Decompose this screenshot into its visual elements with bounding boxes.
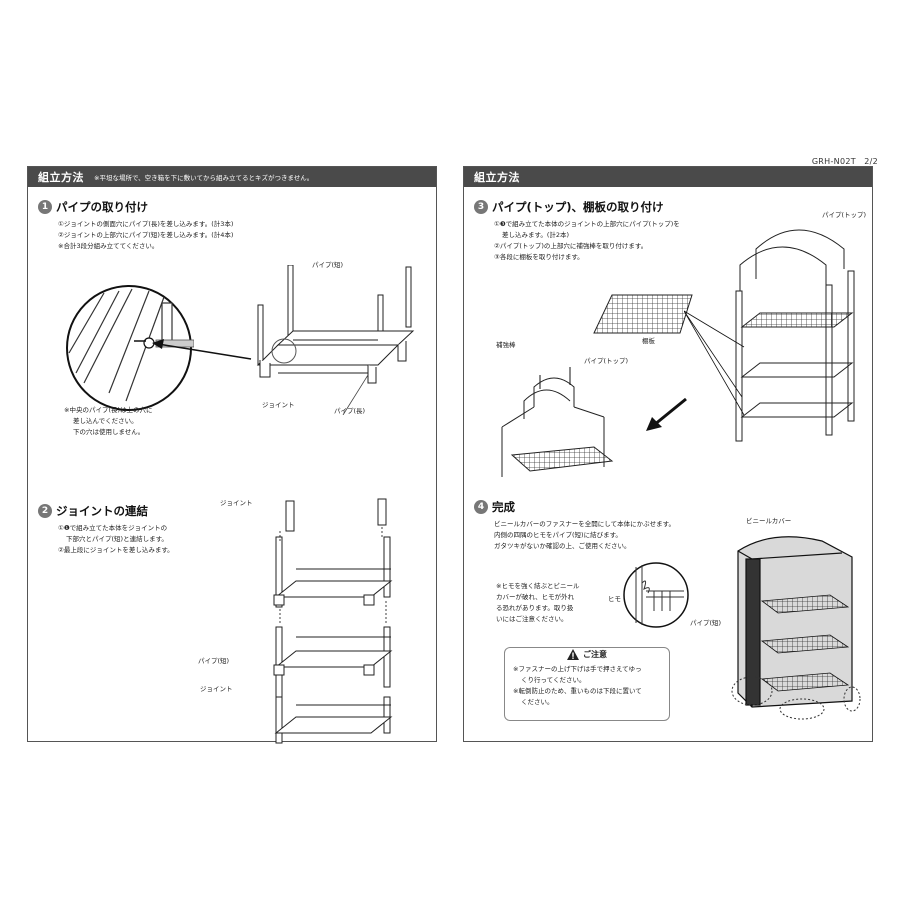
step2-instructions: ①❶で組み立てた本体をジョイントの 下部穴とパイプ(短)と連結します。 ②最上段… <box>58 523 174 556</box>
note-line: ※中央のパイプ(長)は上の穴に <box>64 406 153 414</box>
right-header: 組立方法 <box>464 167 872 187</box>
caution-text: ※ファスナーの上げ下げは手で押さえてゆっ くり行ってください。 ※転倒防止のため… <box>513 664 642 708</box>
instruction-line: ①❶で組み立てた本体をジョイントの <box>58 524 168 532</box>
instruction-line: ①❸で組み立てた本体のジョイントの上部穴にパイプ(トップ)を <box>494 220 680 228</box>
step-number: 4 <box>474 500 488 514</box>
step3-heading: 3 パイプ(トップ)、棚板の取り付け <box>474 199 664 215</box>
label-joint-top: ジョイント <box>220 499 253 507</box>
header-note: ※平坦な場所で、空き箱を下に敷いてから組み立てるとキズがつきません。 <box>94 174 314 182</box>
header-title: 組立方法 <box>38 171 84 184</box>
direction-arrow <box>646 397 687 431</box>
joint-zoom-illustration <box>66 285 194 411</box>
string-zoom-illustration <box>623 562 689 628</box>
frame-diagram-step1 <box>256 265 415 415</box>
label-pipe-short-2: パイプ(短) <box>198 657 230 665</box>
header-title: 組立方法 <box>474 171 520 184</box>
label-string: ヒモ <box>608 595 621 603</box>
caution-line: ください。 <box>521 698 554 706</box>
warning-icon <box>567 648 579 660</box>
shelf-pointer-lines <box>684 310 745 416</box>
instruction-line: ②ジョイントの上部穴にパイプ(短)を差し込みます。(計4本) <box>58 231 234 239</box>
left-page: 組立方法 ※平坦な場所で、空き箱を下に敷いてから組み立てるとキズがつきません。 … <box>27 166 437 744</box>
caution-box: ご注意 ※ファスナーの上げ下げは手で押さえてゆっ くり行ってください。 ※転倒防… <box>504 647 670 721</box>
right-page: 組立方法 3 パイプ(トップ)、棚板の取り付け ①❸で組み立てた本体のジョイント… <box>463 166 873 742</box>
instruction-line: 内側の四隅のヒモをパイプ(短)に結びます。 <box>494 531 622 539</box>
caution-title: ご注意 <box>583 649 607 659</box>
step1-instructions: ①ジョイントの側面穴にパイプ(長)を差し込みます。(計3本) ②ジョイントの上部… <box>58 219 233 252</box>
step-title: パイプ(トップ)、棚板の取り付け <box>492 200 664 214</box>
step4-note: ※ヒモを強く結ぶとビニール カバーが破れ、ヒモが外れ る恐れがあります。取り扱 … <box>496 581 579 625</box>
instruction-line: ※合計3段分組み立ててください。 <box>58 242 159 250</box>
step-title: パイプの取り付け <box>56 200 148 214</box>
step-number: 3 <box>474 200 488 214</box>
shelf-board-illustration <box>593 294 693 334</box>
step3-instructions: ①❸で組み立てた本体のジョイントの上部穴にパイプ(トップ)を 差し込みます。(計… <box>494 219 680 263</box>
label-pipe-short: パイプ(短) <box>312 261 344 269</box>
label-brace: 補強棒 <box>496 341 516 349</box>
instruction-line: 差し込みます。(計2本) <box>502 231 570 239</box>
step4-heading: 4 完成 <box>474 499 515 515</box>
instruction-line: ②最上段にジョイントを差し込みます。 <box>58 546 174 554</box>
caution-title-row: ご注意 <box>505 647 669 661</box>
caution-line: くり行ってください。 <box>521 676 586 684</box>
label-joint: ジョイント <box>262 401 295 409</box>
document-id: GRH-N02T 2/2 <box>811 157 878 166</box>
instruction-line: ③各段に棚板を取り付けます。 <box>494 253 584 261</box>
instruction-line: ②パイプ(トップ)の上部穴に補強棒を取り付けます。 <box>494 242 648 250</box>
instruction-line: 下部穴とパイプ(短)と連結します。 <box>66 535 168 543</box>
note-line: いにはご注意ください。 <box>496 615 568 623</box>
finished-greenhouse-illustration <box>731 536 861 720</box>
note-line: 下の穴は使用しません。 <box>73 428 145 436</box>
label-pipe-short: パイプ(短) <box>690 619 722 627</box>
step1-note: ※中央のパイプ(長)は上の穴に 差し込んでください。 下の穴は使用しません。 <box>64 405 153 438</box>
note-line: 差し込んでください。 <box>73 417 138 425</box>
greenhouse-frame-full <box>735 229 855 442</box>
caution-line: ※転倒防止のため、重いものは下段に置いて <box>513 687 642 695</box>
caution-line: ※ファスナーの上げ下げは手で押さえてゆっ <box>513 665 642 673</box>
label-pipe-top-left: パイプ(トップ) <box>584 357 629 365</box>
greenhouse-top-assembly <box>501 367 614 477</box>
pointer-arrow <box>152 339 252 360</box>
label-pipe-top: パイプ(トップ) <box>822 211 867 219</box>
instruction-line: ①ジョイントの側面穴にパイプ(長)を差し込みます。(計3本) <box>58 220 234 228</box>
instruction-line: ガタツキがないか確認の上、ご使用ください。 <box>494 542 631 550</box>
stacked-frame-diagram <box>273 498 393 744</box>
label-pipe-long: パイプ(長) <box>334 407 366 415</box>
note-line: カバーが破れ、ヒモが外れ <box>496 593 575 601</box>
left-header: 組立方法 ※平坦な場所で、空き箱を下に敷いてから組み立てるとキズがつきません。 <box>28 167 436 187</box>
instruction-line: ビニールカバーのファスナーを全開にして本体にかぶせます。 <box>494 520 675 528</box>
step-number: 1 <box>38 200 52 214</box>
step4-instructions: ビニールカバーのファスナーを全開にして本体にかぶせます。 内側の四隅のヒモをパイ… <box>494 519 675 552</box>
step-number: 2 <box>38 504 52 518</box>
label-vinyl-cover: ビニールカバー <box>746 517 792 525</box>
label-shelf: 棚板 <box>642 337 655 345</box>
step-title: ジョイントの連結 <box>56 504 148 518</box>
note-line: る恐れがあります。取り扱 <box>496 604 574 612</box>
note-line: ※ヒモを強く結ぶとビニール <box>496 582 580 590</box>
label-joint-bottom: ジョイント <box>200 685 233 693</box>
step-title: 完成 <box>492 500 515 514</box>
step1-heading: 1 パイプの取り付け <box>38 199 148 215</box>
step2-heading: 2 ジョイントの連結 <box>38 503 148 519</box>
